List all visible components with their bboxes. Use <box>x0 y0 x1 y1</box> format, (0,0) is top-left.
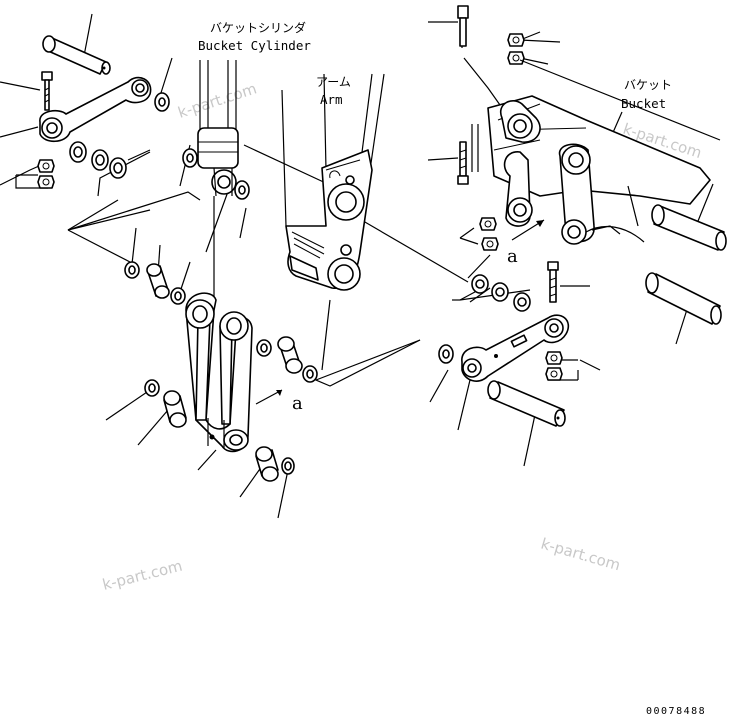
nut-pair-left <box>37 159 55 189</box>
washers-left <box>69 92 170 179</box>
reference-mark-a-bucket: a <box>507 246 518 267</box>
bucket-pin-lower <box>645 272 722 325</box>
watermark-top-center: k-part.com <box>176 79 259 121</box>
link-pin-top <box>42 35 111 75</box>
nuts-bucket <box>479 217 545 251</box>
watermark-bottom-right: k-part.com <box>539 535 622 575</box>
bucket-cylinder-label-en: Bucket Cylinder <box>198 38 311 53</box>
bushings-right <box>255 336 318 405</box>
bucket-pin-upper <box>651 204 727 251</box>
h-link <box>185 196 253 453</box>
upper-link <box>39 76 152 143</box>
bottom-pin <box>487 380 566 427</box>
reference-mark-a-link: a <box>292 393 303 414</box>
washers-middle <box>438 274 531 364</box>
drawing-number: 00078488 <box>646 706 706 717</box>
watermark-bottom-left: k-part.com <box>101 557 185 594</box>
bucket <box>457 5 721 245</box>
arm-label-en: Arm <box>320 92 343 107</box>
arm <box>281 73 385 291</box>
bucket-label-jp: バケット <box>624 78 672 92</box>
bucket-label-en: Bucket <box>621 96 666 111</box>
bucket-cylinder <box>182 60 250 200</box>
bushings-lower <box>144 379 295 482</box>
right-link-plate <box>461 314 570 382</box>
bucket-cylinder-label-jp: バケットシリンダ <box>210 20 306 35</box>
arm-label-jp: アーム <box>316 75 351 89</box>
bushings-upper <box>124 261 186 305</box>
right-link-bolt <box>545 261 563 381</box>
bolt-top-left <box>41 71 53 111</box>
connection-leaders <box>67 170 421 381</box>
